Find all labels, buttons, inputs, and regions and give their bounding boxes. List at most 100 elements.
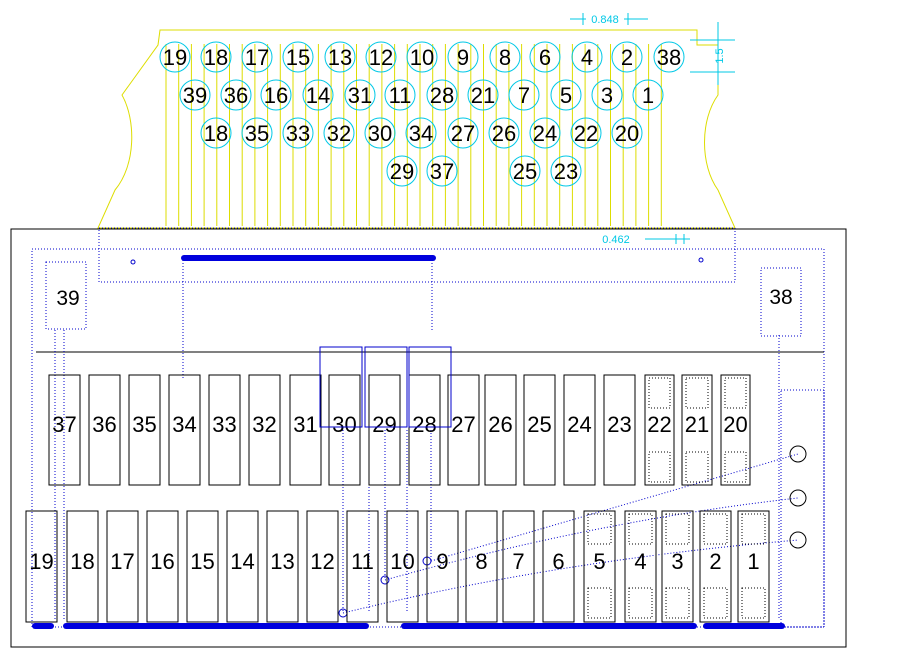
flex-pin-circle: [323, 117, 355, 149]
flex-pin-circle: [550, 79, 582, 111]
flex-pin-circle: [406, 41, 438, 73]
overlay-box: [319, 346, 363, 428]
top-pad-label: 34: [172, 412, 196, 437]
corner-pad-label: 39: [56, 287, 79, 310]
bottom-pad-label: 5: [593, 549, 605, 574]
top-pad-label: 32: [252, 412, 276, 437]
alignment-hole-left: [130, 259, 136, 265]
flex-pin-circle: [384, 79, 416, 111]
flex-pin-circle: [200, 41, 232, 73]
flex-pin-label: 29: [390, 159, 414, 184]
flex-pin-circle: [508, 79, 540, 111]
bottom-pad: 7: [502, 510, 535, 623]
bottom-pad-label: 17: [110, 549, 134, 574]
routing-line: [342, 539, 799, 614]
flex-pin-label: 35: [245, 121, 269, 146]
corner-pad-left: 39: [45, 261, 87, 330]
flex-pin-circle: [282, 117, 314, 149]
bottom-pad-label: 4: [634, 549, 646, 574]
flex-pin-label: 8: [499, 45, 511, 70]
top-pad-label: 30: [332, 412, 356, 437]
flex-pin-circle: [159, 41, 191, 73]
bottom-pad-label: 7: [512, 549, 524, 574]
top-pad-label: 26: [488, 412, 512, 437]
flex-pin-circle: [365, 41, 397, 73]
flex-pin-label: 36: [224, 83, 248, 108]
flex-pin-circle: [467, 79, 499, 111]
top-pad-label: 25: [527, 412, 551, 437]
top-pad: 30: [328, 374, 361, 486]
top-pad-label: 23: [607, 412, 631, 437]
flex-pin-circle: [200, 117, 232, 149]
top-pad-label: 27: [451, 412, 475, 437]
flex-pin-label: 27: [451, 121, 475, 146]
flex-pin-label: 24: [533, 121, 557, 146]
top-pad: 34: [168, 374, 201, 486]
flex-pin-circle: [426, 79, 458, 111]
flex-pin-circle: [241, 41, 273, 73]
flex-pin-label: 16: [264, 83, 288, 108]
top-pad-label: 31: [293, 412, 317, 437]
top-pad: 36: [88, 374, 121, 486]
flex-pin-circle: [570, 117, 602, 149]
top-pad-label: 36: [92, 412, 116, 437]
flex-pin-label: 2: [621, 45, 633, 70]
flex-pin-circle: [364, 117, 396, 149]
flex-pin-circle: [611, 117, 643, 149]
flex-pin-circle: [447, 117, 479, 149]
top-pad: 27: [447, 374, 480, 486]
top-pad-label: 20: [723, 412, 747, 437]
flex-pin-label: 17: [245, 45, 269, 70]
top-pad: 37: [48, 374, 81, 486]
flex-pin-label: 39: [183, 83, 207, 108]
flex-pin-circle: [550, 155, 582, 187]
overlay-box: [364, 346, 408, 428]
routing-line: [430, 453, 799, 562]
top-pad-label: 22: [647, 412, 671, 437]
flex-pin-label: 30: [368, 121, 392, 146]
bottom-pad-label: 2: [709, 549, 721, 574]
bottom-pad: 9: [426, 510, 459, 623]
bottom-pad-label: 11: [351, 549, 374, 574]
top-pad-label: 24: [567, 412, 591, 437]
flex-pin-circle: [344, 79, 376, 111]
top-pad: 35: [128, 374, 161, 486]
flex-pin-label: 1: [642, 83, 654, 108]
bottom-pad-label: 16: [150, 549, 174, 574]
dimension-annotations: 0.848 1.5 0.462: [570, 13, 735, 246]
bottom-pad-label: 8: [475, 549, 487, 574]
bottom-pad-label: 14: [230, 549, 254, 574]
flex-pin-circle: [282, 41, 314, 73]
bottom-pad: 12: [306, 510, 339, 623]
bottom-pad: 13: [266, 510, 299, 623]
bottom-pad: 19: [25, 510, 58, 623]
ground-buses: [32, 255, 785, 629]
flex-pin-circle: [489, 41, 521, 73]
flex-pin-circles: [159, 41, 685, 187]
flex-pin-label: 19: [163, 45, 187, 70]
top-pad: 26: [484, 374, 517, 486]
flex-pin-label: 5: [560, 83, 572, 108]
flex-pin-label: 18: [204, 45, 228, 70]
flex-pin-label: 32: [327, 121, 351, 146]
flex-pin-label: 26: [492, 121, 516, 146]
bottom-pad: 17: [106, 510, 139, 623]
top-pad-label: 33: [212, 412, 236, 437]
flex-pin-circle: [653, 41, 685, 73]
top-pad: 28: [408, 374, 441, 486]
top-pad: 32: [248, 374, 281, 486]
top-pad: 23: [603, 374, 636, 486]
test-point: [789, 445, 807, 463]
flex-pin-label: 20: [615, 121, 639, 146]
offset-dimension-text: 0.462: [602, 234, 630, 246]
corner-pad-label: 38: [769, 286, 792, 309]
flex-pin-circle: [405, 117, 437, 149]
flex-pin-label: 14: [306, 83, 330, 108]
flex-pin-circle: [591, 79, 623, 111]
bottom-pad: 14: [226, 510, 259, 623]
bottom-pad: 8: [465, 510, 498, 623]
flex-pin-label: 23: [554, 159, 578, 184]
